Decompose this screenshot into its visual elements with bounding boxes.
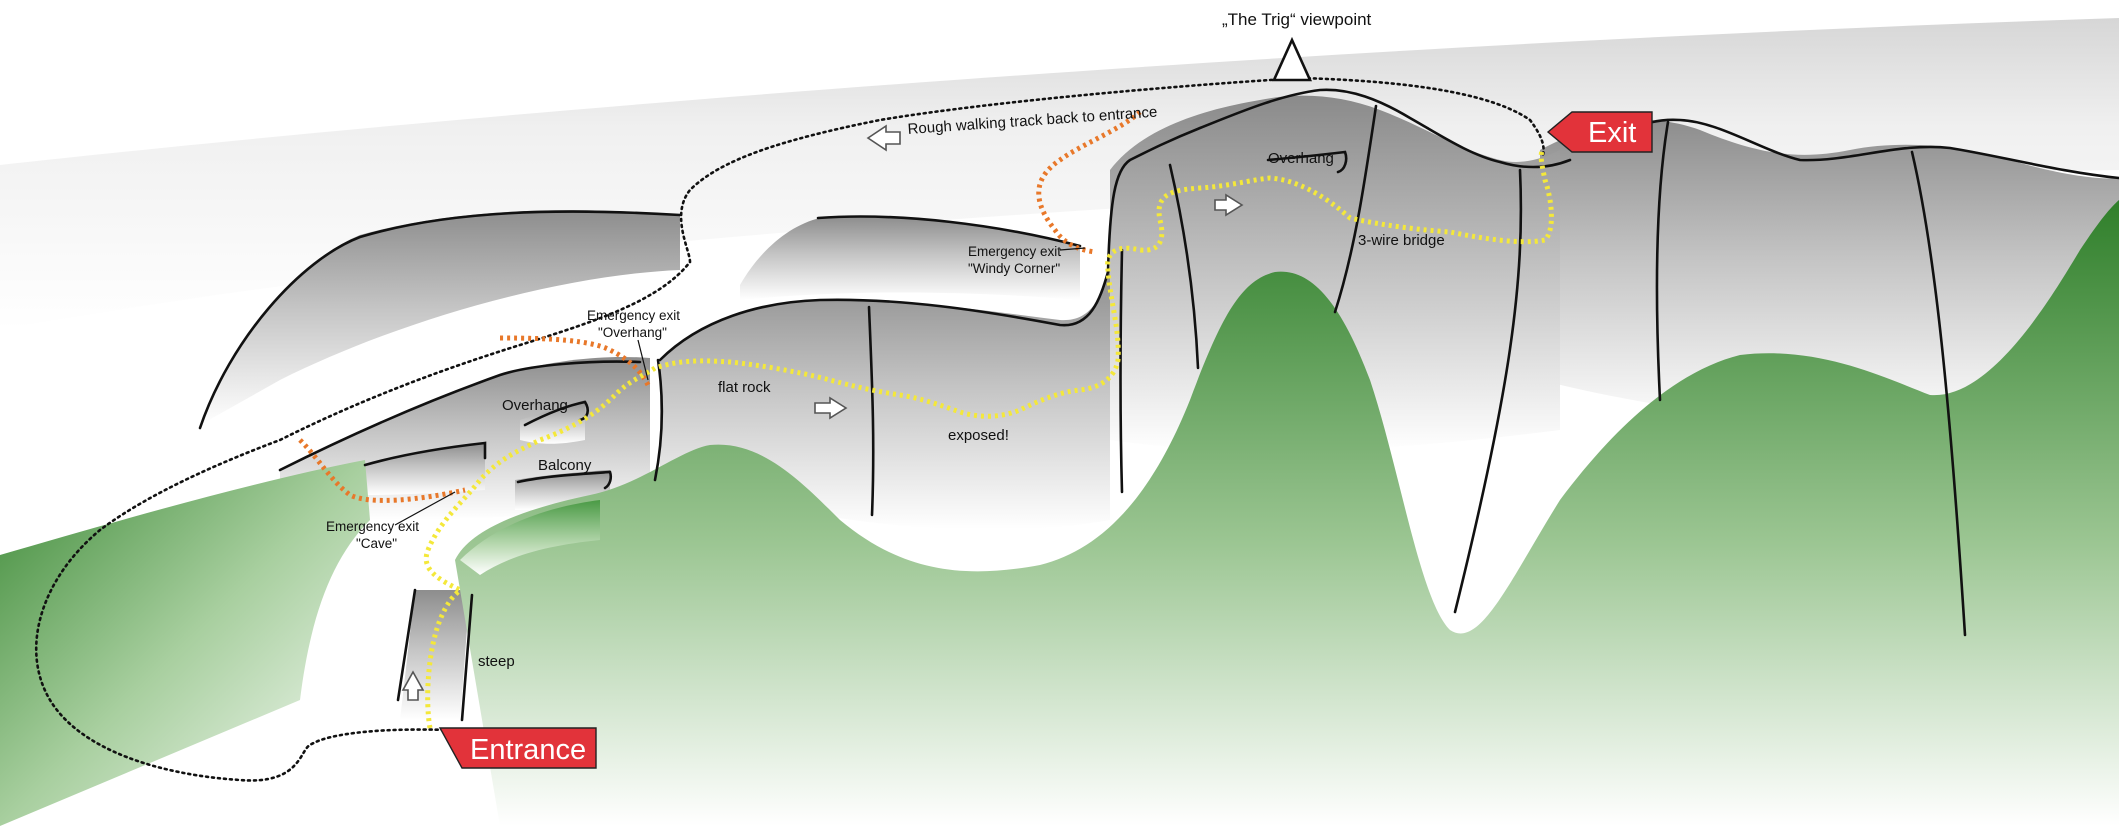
arrow-right-icon bbox=[814, 396, 848, 420]
exit-sign-text: Exit bbox=[1588, 117, 1636, 149]
windy-corner-ledge bbox=[740, 216, 1080, 300]
windy-corner-label-1: Emergency exit bbox=[968, 244, 1061, 259]
cave-exit-leader bbox=[394, 491, 456, 526]
cave-exit-label-2: "Cave" bbox=[356, 536, 397, 551]
arrow-right-icon bbox=[1214, 193, 1244, 217]
entrance-sign: Entrance bbox=[438, 727, 597, 769]
windy-corner-leader bbox=[1059, 247, 1086, 251]
exposed-label: exposed! bbox=[948, 427, 1009, 444]
entrance-sign-text: Entrance bbox=[470, 734, 586, 766]
cave-exit-label-1: Emergency exit bbox=[326, 519, 419, 534]
vegetation-front bbox=[455, 200, 2119, 826]
overhang-slab bbox=[520, 400, 585, 444]
overhang-exit-label-1: Emergency exit bbox=[587, 308, 680, 323]
arrow-up-icon bbox=[401, 670, 425, 701]
overhang-exit-leader bbox=[637, 339, 649, 381]
viewpoint-triangle-icon bbox=[1271, 36, 1313, 82]
rock-outlines bbox=[198, 88, 2119, 722]
overhang-left-label: Overhang bbox=[502, 397, 568, 414]
windy-corner-label-2: "Windy Corner" bbox=[968, 261, 1060, 276]
flat-rock-label: flat rock bbox=[718, 379, 771, 396]
viewpoint-label: „The Trig“ viewpoint bbox=[1222, 10, 1372, 29]
right-cliff bbox=[1540, 119, 2119, 428]
steep-label: steep bbox=[478, 653, 515, 670]
vegetation-accent bbox=[460, 500, 600, 575]
vegetation-left bbox=[0, 460, 370, 826]
bridge-label: 3-wire bridge bbox=[1358, 232, 1445, 249]
walking-track bbox=[34, 76, 1545, 782]
overhang-top-label: Overhang bbox=[1268, 150, 1334, 167]
cave-slab bbox=[365, 443, 485, 495]
overhang-exit-label-2: "Overhang" bbox=[598, 325, 667, 340]
direction-arrows bbox=[401, 124, 1244, 701]
upper-left-wall bbox=[200, 210, 680, 425]
emergency-routes bbox=[298, 110, 1142, 503]
exit-sign: Exit bbox=[1546, 111, 1653, 153]
balcony-label: Balcony bbox=[538, 457, 592, 474]
arrow-left-icon bbox=[866, 124, 901, 152]
